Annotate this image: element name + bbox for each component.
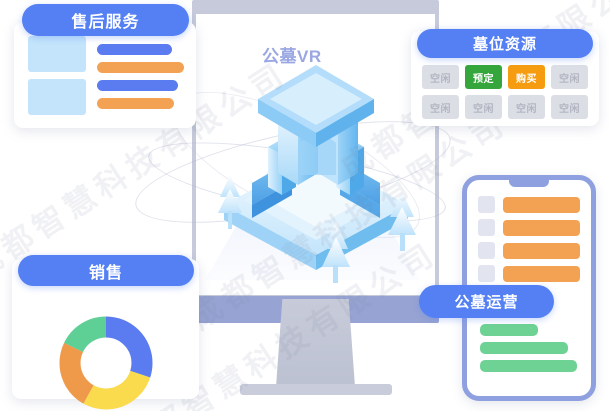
screen-title: 公墓VR: [262, 47, 322, 66]
sales-donut-chart: [54, 311, 158, 411]
list-item[interactable]: [478, 242, 580, 259]
operations-title: 公墓运营: [419, 285, 554, 318]
progress-bar: [480, 324, 538, 336]
grave-cell[interactable]: 预定: [465, 65, 502, 89]
grave-cell[interactable]: 空闲: [551, 65, 588, 89]
list-item[interactable]: [478, 196, 580, 213]
content-bar: [97, 79, 178, 91]
after-sales-body: [28, 36, 184, 116]
grave-cell[interactable]: 空闲: [422, 65, 459, 89]
donut-svg: [59, 316, 152, 410]
list-item-bar: [503, 265, 580, 282]
list-item-thumb: [478, 242, 495, 259]
cemetery-monument-illustration: [218, 65, 416, 283]
monitor-base: [240, 384, 392, 395]
phone-notch: [509, 180, 549, 187]
grave-cell[interactable]: 空闲: [508, 95, 545, 119]
list-item-thumb: [478, 196, 495, 213]
grave-grid: 空闲 预定 购买 空闲 空闲 空闲 空闲 空闲: [422, 65, 588, 119]
grave-cell[interactable]: 空闲: [422, 95, 459, 119]
monitor-neck: [276, 299, 355, 387]
phone-green-bars: [480, 324, 580, 372]
thumbnail-image: [28, 79, 86, 115]
after-sales-card[interactable]: [14, 22, 196, 128]
grave-cell[interactable]: 空闲: [465, 95, 502, 119]
after-sales-thumbnails: [28, 36, 86, 116]
after-sales-title: 售后服务: [22, 4, 189, 36]
grave-cell[interactable]: 空闲: [551, 95, 588, 119]
list-item[interactable]: [478, 265, 580, 282]
list-item-thumb: [478, 219, 495, 236]
after-sales-lines: [97, 36, 184, 116]
content-bar: [97, 43, 172, 55]
list-item-bar: [503, 196, 580, 213]
list-item-bar: [503, 242, 580, 259]
list-item-thumb: [478, 265, 495, 282]
list-item[interactable]: [478, 219, 580, 236]
list-item-bar: [503, 219, 580, 236]
sales-title: 销售: [18, 255, 194, 286]
content-bar: [97, 61, 184, 73]
progress-bar: [480, 342, 568, 354]
progress-bar: [480, 360, 577, 372]
grave-cell[interactable]: 购买: [508, 65, 545, 89]
content-bar: [97, 97, 174, 109]
phone-list: [478, 196, 580, 282]
grave-resource-title: 墓位资源: [417, 29, 593, 58]
thumbnail-image: [28, 36, 86, 72]
